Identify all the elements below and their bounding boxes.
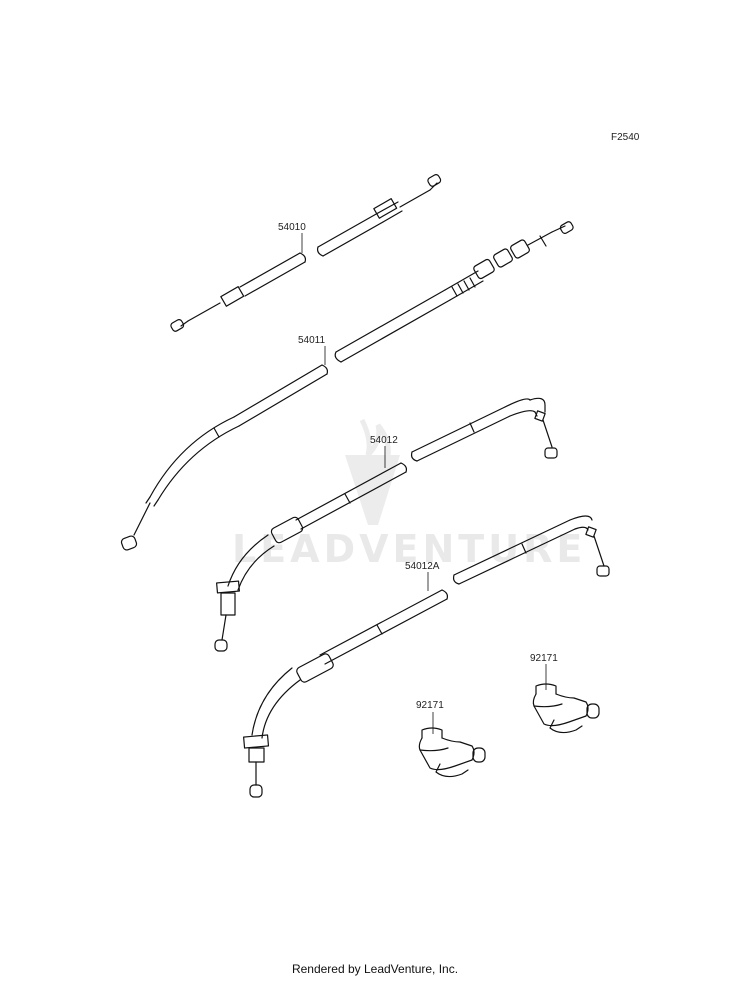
- clamp-92171-upper: 92171: [530, 653, 600, 734]
- cable-54012A: 54012A: [243, 515, 610, 798]
- cable-54012: 54012: [214, 397, 558, 652]
- cable-54011: 54011: [120, 221, 574, 551]
- part-label-54010: 54010: [278, 222, 306, 233]
- part-label-54012A: 54012A: [405, 561, 440, 572]
- clamp-92171-lower: 92171: [416, 700, 486, 778]
- part-label-92171-upper: 92171: [530, 653, 558, 664]
- part-label-92171-lower: 92171: [416, 700, 444, 711]
- figure-code: F2540: [611, 132, 640, 143]
- footer-credit: Rendered by LeadVenture, Inc.: [291, 962, 459, 976]
- part-label-54012: 54012: [370, 435, 398, 446]
- cable-54010: 54010: [170, 174, 442, 332]
- part-label-54011: 54011: [298, 335, 326, 346]
